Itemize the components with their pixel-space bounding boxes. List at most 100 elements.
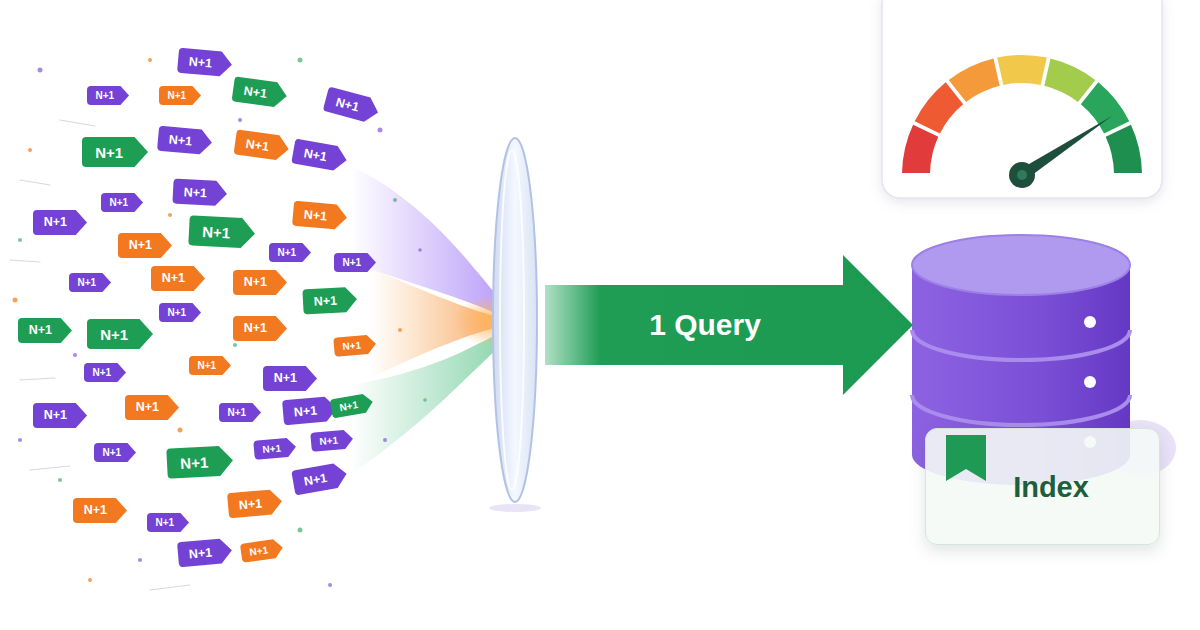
tag-label: N+1 xyxy=(101,193,136,212)
tag-label: N+1 xyxy=(172,178,218,205)
speed-gauge xyxy=(882,0,1162,198)
query-arrow-tag: N+1 xyxy=(18,318,72,343)
tag-label: N+1 xyxy=(33,403,78,428)
query-arrow-tag: N+1 xyxy=(159,86,201,105)
confetti-dots xyxy=(13,58,427,588)
gauge-segment xyxy=(902,125,938,173)
card-label: Index xyxy=(981,429,1121,546)
query-arrow-tag: N+1 xyxy=(87,86,129,105)
query-arrow-tag: N+1 xyxy=(125,395,179,420)
arrow-tag-shape xyxy=(253,437,296,460)
query-arrow-tag: N+1 xyxy=(253,437,296,460)
tag-label: N+1 xyxy=(282,396,329,425)
query-arrow-tag: N+1 xyxy=(234,129,291,161)
gauge-arc xyxy=(902,55,1142,173)
query-arrow-tag: N+1 xyxy=(233,270,287,295)
query-arrow-tag: N+1 xyxy=(33,210,87,235)
arrow-tag-shape xyxy=(151,266,205,291)
tag-label: N+1 xyxy=(177,538,224,567)
arrow-tag-shape xyxy=(147,513,189,532)
query-arrow-tag: N+1 xyxy=(269,243,311,262)
tag-label: N+1 xyxy=(73,498,118,523)
query-arrow-tag: N+1 xyxy=(147,513,189,532)
big-arrow-shape xyxy=(545,255,913,395)
tag-label: N+1 xyxy=(159,303,194,322)
query-arrow-tag: N+1 xyxy=(291,138,349,172)
query-arrow-tag: N+1 xyxy=(292,200,348,230)
tag-label: N+1 xyxy=(188,215,244,248)
arrow-tag-shape xyxy=(240,538,284,563)
tag-label: N+1 xyxy=(253,437,290,459)
speed-lines xyxy=(10,120,190,590)
tag-label: N+1 xyxy=(151,266,196,291)
tag-label: N+1 xyxy=(310,429,347,451)
arrow-tag-shape xyxy=(310,429,353,452)
arrow-tag-shape xyxy=(177,47,233,77)
tag-label: N+1 xyxy=(82,137,137,167)
query-arrow-tag: N+1 xyxy=(84,363,126,382)
arrow-tag-shape xyxy=(87,86,129,105)
tag-label: N+1 xyxy=(234,129,282,160)
gauge-hub xyxy=(1009,162,1035,188)
tag-label: N+1 xyxy=(333,334,370,356)
tag-label: N+1 xyxy=(94,443,129,462)
query-arrow-tag: N+1 xyxy=(87,319,153,349)
arrow-tag-shape xyxy=(333,334,376,357)
query-arrow-tag: N+1 xyxy=(263,366,317,391)
arrow-tag-shape xyxy=(94,443,136,462)
query-arrow-tag: N+1 xyxy=(232,76,289,108)
query-arrow-tag: N+1 xyxy=(166,445,233,478)
query-arrow-tag: N+1 xyxy=(227,488,283,518)
tag-label: N+1 xyxy=(240,539,278,563)
gauge-segment xyxy=(997,55,1047,85)
tag-label: N+1 xyxy=(291,463,339,495)
arrow-tag-shape xyxy=(157,125,213,155)
index-card: Index xyxy=(925,428,1160,545)
query-arrow-tag: N+1 xyxy=(94,443,136,462)
query-arrow-tag: N+1 xyxy=(302,286,357,314)
arrow-tag-shape xyxy=(101,193,143,212)
query-arrow-tag: N+1 xyxy=(73,498,127,523)
arrow-tag-shape xyxy=(125,395,179,420)
arrow-tag-shape xyxy=(172,178,227,206)
query-arrow-tag: N+1 xyxy=(82,137,148,167)
query-arrow-tag: N+1 xyxy=(118,233,172,258)
arrow-tag-shape xyxy=(118,233,172,258)
arrow-tag-shape xyxy=(189,356,231,375)
tag-label: N+1 xyxy=(147,513,182,532)
arrow-tag-shape xyxy=(291,138,349,172)
arrow-tag-shape xyxy=(227,488,283,518)
tag-label: N+1 xyxy=(233,270,278,295)
tag-label: N+1 xyxy=(87,86,122,105)
tag-label: N+1 xyxy=(87,319,142,349)
arrow-tag-shape xyxy=(82,137,148,167)
query-arrow-tag: N+1 xyxy=(177,537,233,567)
arrow-tag-shape xyxy=(334,253,376,272)
bookmark-ribbon xyxy=(946,435,986,481)
query-arrow-tag: N+1 xyxy=(151,266,205,291)
arrow-tag-shape xyxy=(302,286,357,314)
arrow-tag-shape xyxy=(291,461,349,495)
tag-label: N+1 xyxy=(84,363,119,382)
tag-label: N+1 xyxy=(118,233,163,258)
tag-label: N+1 xyxy=(323,86,373,122)
query-arrow-tag: N+1 xyxy=(157,125,213,155)
arrow-tag-shape xyxy=(219,403,261,422)
arrow-tag-shape xyxy=(87,319,153,349)
query-arrow-tag: N+1 xyxy=(69,273,111,292)
arrow-tag-shape xyxy=(166,445,233,478)
tag-label: N+1 xyxy=(233,316,278,341)
arrow-tag-shape xyxy=(177,537,233,567)
arrow-tag-shape xyxy=(73,498,127,523)
query-arrow-tag: N+1 xyxy=(177,47,233,77)
gauge-segment xyxy=(915,82,963,133)
arrow-tag-shape xyxy=(232,76,289,108)
tag-label: N+1 xyxy=(189,356,224,375)
query-arrow-tag: N+1 xyxy=(233,316,287,341)
tag-label: N+1 xyxy=(166,446,222,479)
tag-label: N+1 xyxy=(232,76,280,107)
tag-label: N+1 xyxy=(227,489,274,518)
tag-label: N+1 xyxy=(219,403,254,422)
tag-label: N+1 xyxy=(159,86,194,105)
